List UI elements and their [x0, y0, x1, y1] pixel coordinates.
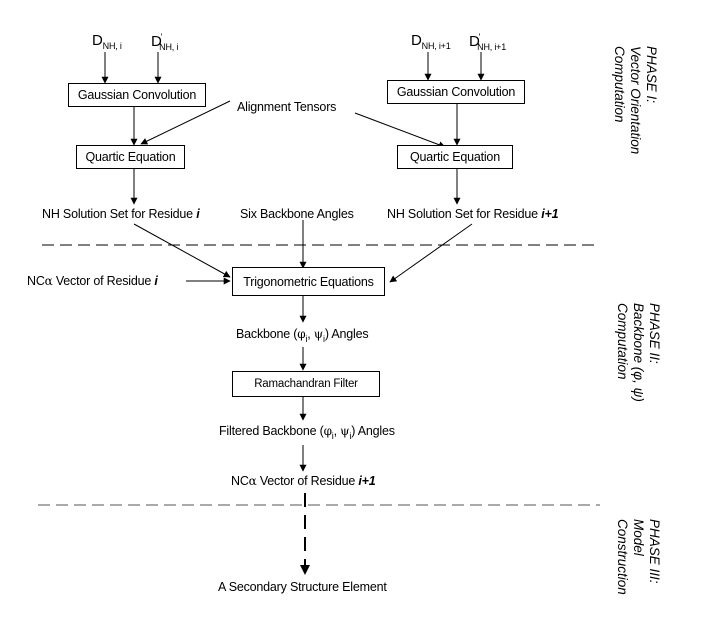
phase-1-line-1: Vector Orientation: [628, 46, 643, 155]
phase-1-label: PHASE I: Vector Orientation Computation: [611, 46, 659, 154]
backbone-angles-label: Backbone (φi, ψi) Angles: [236, 327, 369, 344]
trigonometric-equations-box: Trigonometric Equations: [232, 267, 385, 296]
phase-1-title: PHASE I:: [644, 46, 659, 104]
input-d-nh-i1: DNH, i+1: [411, 32, 451, 51]
arrow-nh-left-trig: [133, 223, 231, 278]
arrow-alignment-left: [140, 100, 231, 145]
secondary-structure-element-label: A Secondary Structure Element: [218, 580, 387, 594]
nca-vector-residue-i1-label: NCα Vector of Residue i+1: [231, 474, 376, 488]
arrow-nh-right-trig: [389, 223, 473, 283]
arrow-head-sse: [300, 565, 310, 575]
arrow-alignment-right: [354, 112, 446, 149]
nca-vector-residue-i-label: NCα Vector of Residue i: [27, 274, 158, 288]
quartic-equation-right-box: Quartic Equation: [397, 145, 513, 169]
filtered-backbone-angles-label: Filtered Backbone (φi, ψi) Angles: [219, 424, 395, 441]
phase-3-line-2: Construction: [615, 519, 630, 595]
phase-1-line-2: Computation: [612, 46, 627, 123]
quartic-equation-left-box: Quartic Equation: [76, 145, 185, 169]
phase-2-line-2: Computation: [615, 303, 630, 380]
phase-2-title: PHASE II:: [647, 303, 662, 364]
input-dprime-nh-i1: D'NH, i+1: [469, 32, 507, 52]
phase-2-label: PHASE II: Backbone (φ, ψ) Computation: [614, 303, 662, 402]
phase-2-line-1: Backbone (φ, ψ): [631, 303, 646, 402]
phase-3-title: PHASE III:: [647, 519, 662, 584]
phase-3-label: PHASE III: Model Construction: [614, 519, 662, 595]
phase-3-line-1: Model: [631, 519, 646, 556]
gaussian-convolution-left-box: Gaussian Convolution: [68, 83, 206, 107]
input-d-nh-i: DNH, i: [92, 32, 122, 51]
ramachandran-filter-box: Ramachandran Filter: [232, 371, 380, 397]
gaussian-convolution-right-box: Gaussian Convolution: [387, 80, 525, 104]
nh-solution-set-residue-i-label: NH Solution Set for Residue i: [42, 207, 200, 221]
six-backbone-angles-label: Six Backbone Angles: [240, 207, 354, 221]
alignment-tensors-label: Alignment Tensors: [237, 100, 337, 114]
nh-solution-set-residue-i1-label: NH Solution Set for Residue i+1: [387, 207, 559, 221]
input-dprime-nh-i: D'NH, i: [151, 32, 179, 52]
